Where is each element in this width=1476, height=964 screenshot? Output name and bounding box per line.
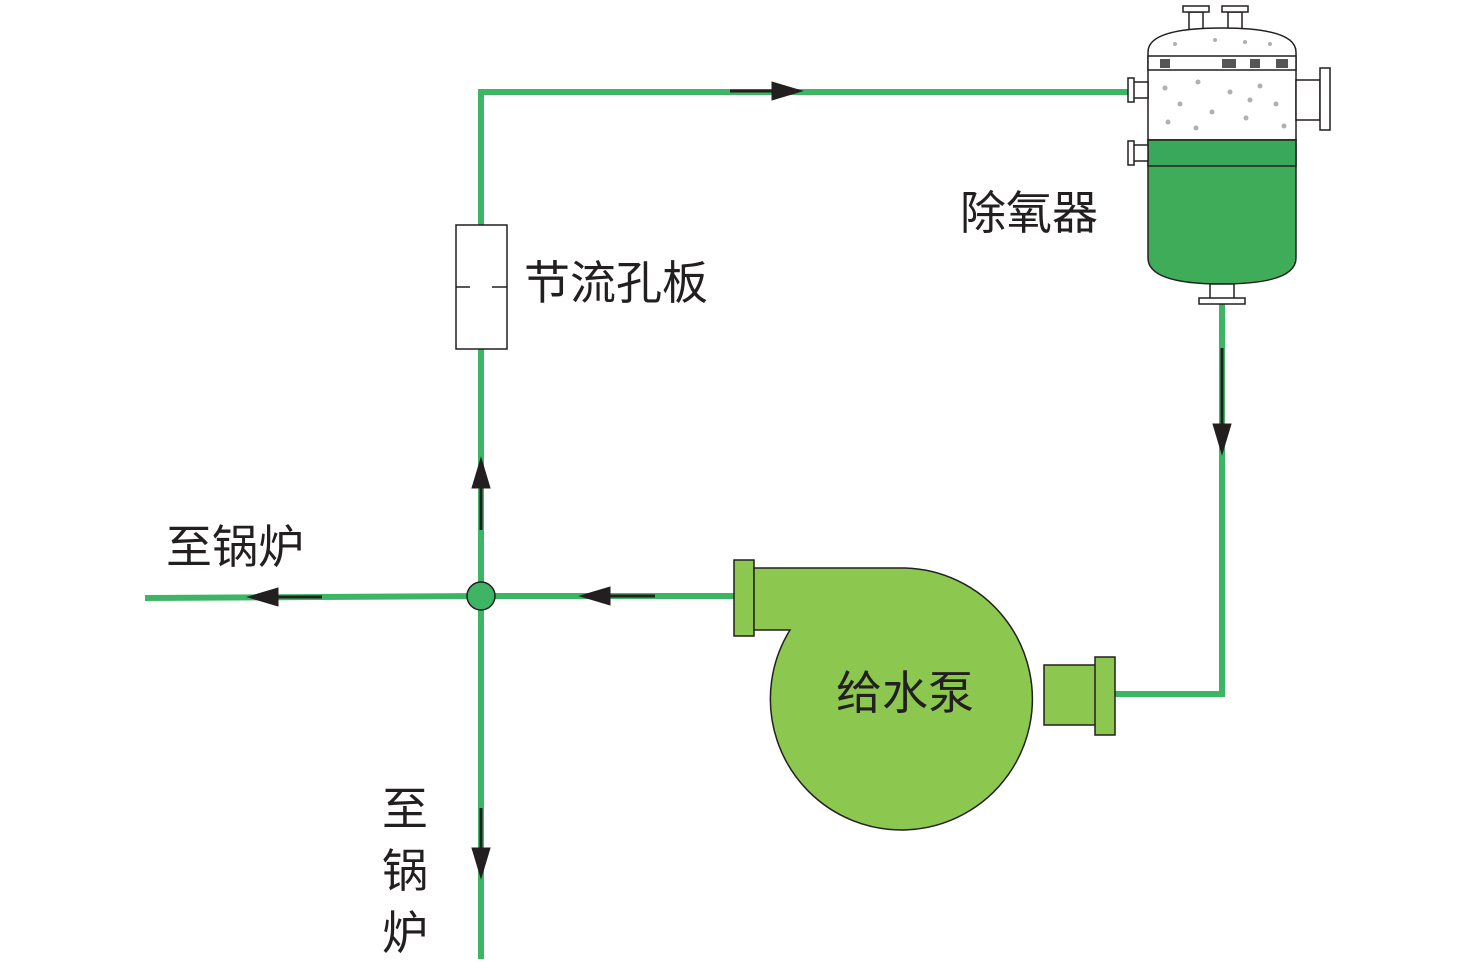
flow-arrows (246, 81, 1232, 880)
to-boiler-down-char-2: 锅 (382, 844, 428, 898)
flow-arrow-down-right-icon (1212, 348, 1232, 456)
junction-node-icon (466, 581, 496, 611)
pipe-deaerator-to-pump (1112, 302, 1225, 697)
feed-pump-icon (733, 559, 1116, 831)
to-boiler-down-label: 至 锅 炉 (380, 778, 430, 964)
flow-arrow-right-icon (730, 81, 804, 101)
flow-arrow-down-boiler-icon (471, 808, 491, 880)
to-boiler-left-label: 至锅炉 (166, 520, 304, 574)
deaerator-label: 除氧器 (960, 186, 1098, 240)
to-boiler-down-char-3: 炉 (382, 906, 428, 960)
pump-label: 给水泵 (836, 666, 974, 720)
flow-arrow-left-boiler-icon (246, 587, 322, 607)
orifice-label: 节流孔板 (524, 256, 708, 310)
pipe-to-deaerator (478, 89, 1131, 599)
deaerator-tank-icon (1127, 5, 1331, 305)
flow-arrow-up-icon (471, 456, 491, 530)
orifice-plate-icon (455, 224, 508, 350)
flow-arrow-left-pump-icon (578, 586, 655, 606)
to-boiler-down-char-1: 至 (382, 782, 428, 836)
